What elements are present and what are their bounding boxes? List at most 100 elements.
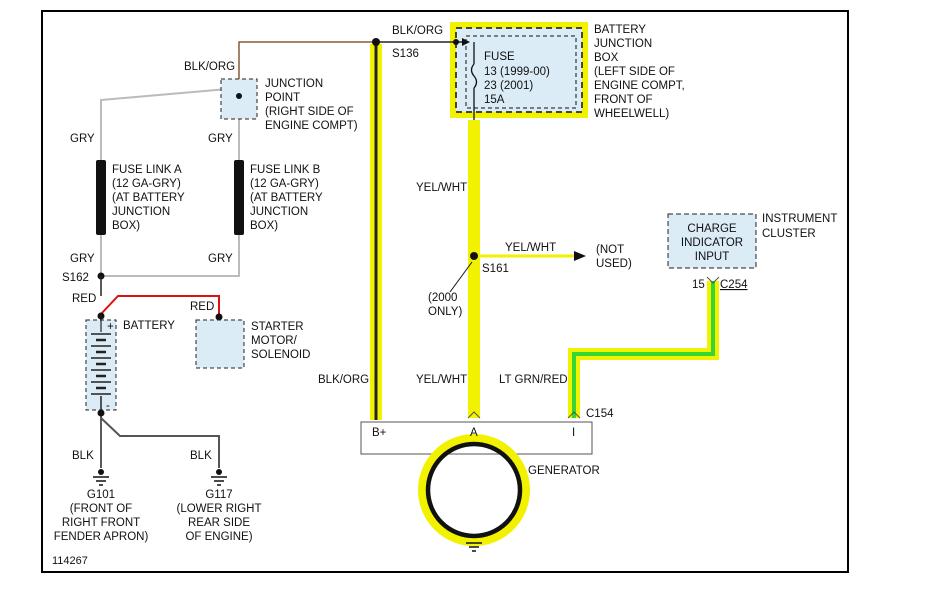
svg-text:FUSE LINK A: FUSE LINK A <box>112 164 182 176</box>
starter-terminal <box>215 313 223 321</box>
blk-org-label-top: BLK/ORG <box>392 25 443 37</box>
svg-text:BATTERY: BATTERY <box>594 24 646 36</box>
gry-wire-b-bottom <box>101 230 240 277</box>
svg-text:(LEFT SIDE OF: (LEFT SIDE OF <box>594 66 675 78</box>
svg-text:MOTOR/: MOTOR/ <box>251 335 298 347</box>
charge-indicator-input-label: CHARGE INDICATOR INPUT <box>681 223 743 263</box>
svg-text:ENGINE COMPT,: ENGINE COMPT, <box>594 80 685 92</box>
svg-text:(12 GA-GRY): (12 GA-GRY) <box>112 178 181 190</box>
svg-text:OF ENGINE): OF ENGINE) <box>185 531 252 543</box>
pin-15-label: 15 <box>692 279 705 291</box>
battery-minus-label: - <box>106 400 110 412</box>
c254-connector-mark <box>706 276 720 284</box>
c154-label: C154 <box>586 408 614 420</box>
svg-text:ONLY): ONLY) <box>428 306 462 318</box>
svg-text:STARTER: STARTER <box>251 321 304 333</box>
lt-grn-red-highlight <box>568 281 719 418</box>
svg-text:USED): USED) <box>596 258 632 270</box>
generator-label: GENERATOR <box>528 465 600 477</box>
blk-label: BLK <box>72 450 94 462</box>
battery-junction-box <box>455 27 583 113</box>
svg-text:WHEELWELL): WHEELWELL) <box>594 108 669 120</box>
svg-text:JUNCTION: JUNCTION <box>112 206 170 218</box>
battery-label: BATTERY <box>123 320 175 332</box>
svg-text:CLUSTER: CLUSTER <box>762 228 816 240</box>
svg-text:RIGHT FRONT: RIGHT FRONT <box>62 517 140 529</box>
starter-motor-box <box>195 319 245 369</box>
yel-wht-label-lower: YEL/WHT <box>416 374 467 386</box>
svg-text:POINT: POINT <box>265 92 300 104</box>
red-label: RED <box>190 301 214 313</box>
junction-box-entry-dot <box>453 39 459 45</box>
svg-text:(RIGHT SIDE OF: (RIGHT SIDE OF <box>265 106 354 118</box>
gry-wire-a-top <box>100 87 240 165</box>
junction-point-dot <box>236 93 242 99</box>
fuse-icon <box>470 63 478 89</box>
svg-text:FUSE LINK B: FUSE LINK B <box>250 164 321 176</box>
s161-note: (2000 ONLY) <box>428 292 462 318</box>
junction-point-label: JUNCTION POINT (RIGHT SIDE OF ENGINE COM… <box>265 78 358 132</box>
gry-label: GRY <box>208 253 233 265</box>
charge-indicator-input-box <box>667 213 757 269</box>
blk-ground-wire-g117 <box>100 417 220 468</box>
g101-label: G101 (FRONT OF RIGHT FRONT FENDER APRON) <box>54 489 149 543</box>
s136-splice <box>372 38 380 46</box>
figure-id: 114267 <box>52 555 88 567</box>
svg-text:CHARGE: CHARGE <box>687 223 737 235</box>
svg-text:JUNCTION: JUNCTION <box>250 206 308 218</box>
generator-highlight <box>418 434 530 546</box>
svg-text:(AT BATTERY: (AT BATTERY <box>112 192 185 204</box>
ground-g101-icon <box>93 469 109 486</box>
generator-icon <box>425 441 523 539</box>
svg-text:(AT BATTERY: (AT BATTERY <box>250 192 323 204</box>
svg-text:G101: G101 <box>87 489 115 501</box>
svg-text:REAR SIDE: REAR SIDE <box>188 517 250 529</box>
gry-label: GRY <box>208 133 233 145</box>
s161-leader <box>449 261 473 293</box>
svg-text:15A: 15A <box>484 94 505 106</box>
svg-text:23 (2001): 23 (2001) <box>484 80 533 92</box>
gry-label: GRY <box>70 253 95 265</box>
yel-wht-label: YEL/WHT <box>416 182 467 194</box>
c154-connector-mark <box>567 411 581 419</box>
gry-label: GRY <box>70 133 95 145</box>
svg-text:SOLENOID: SOLENOID <box>251 349 310 361</box>
fuse-link-a-label: FUSE LINK A (12 GA-GRY) (AT BATTERY JUNC… <box>112 164 185 232</box>
svg-text:(NOT: (NOT <box>596 244 624 256</box>
fuse-link-a <box>96 160 106 235</box>
svg-text:BOX): BOX) <box>250 220 278 232</box>
instrument-cluster-label: INSTRUMENT CLUSTER <box>762 213 837 240</box>
ground-g117-icon <box>211 469 227 486</box>
blk-org-arrow-icon <box>462 38 470 46</box>
svg-text:INPUT: INPUT <box>695 251 730 263</box>
junction-box-fill <box>456 28 582 112</box>
red-wire <box>100 295 220 317</box>
svg-text:FUSE: FUSE <box>484 51 515 63</box>
fuse-link-b-label: FUSE LINK B (12 GA-GRY) (AT BATTERY JUNC… <box>250 164 323 232</box>
yel-wht-connector-mark <box>467 411 481 419</box>
terminal-b-plus-label: B+ <box>372 427 387 439</box>
blk-org-label-left: BLK/ORG <box>184 61 235 73</box>
c254-label: C254 <box>720 279 748 291</box>
s161-label: S161 <box>482 263 509 275</box>
terminal-i-label: I <box>572 427 575 439</box>
svg-text:(2000: (2000 <box>428 292 457 304</box>
generator-ground-icon <box>466 542 482 552</box>
blk-label: BLK <box>190 450 212 462</box>
red-label: RED <box>72 293 96 305</box>
svg-text:(12 GA-GRY): (12 GA-GRY) <box>250 178 319 190</box>
lt-grn-red-label: LT GRN/RED <box>499 374 568 386</box>
svg-text:BOX): BOX) <box>112 220 140 232</box>
svg-text:INDICATOR: INDICATOR <box>681 237 743 249</box>
s162-label: S162 <box>62 272 89 284</box>
svg-text:JUNCTION: JUNCTION <box>594 38 652 50</box>
battery-plus-label: + <box>107 321 114 333</box>
svg-text:13 (1999-00): 13 (1999-00) <box>484 66 550 78</box>
svg-text:JUNCTION: JUNCTION <box>265 78 323 90</box>
svg-text:FRONT OF: FRONT OF <box>594 94 653 106</box>
battery-junction-box-label: BATTERY JUNCTION BOX (LEFT SIDE OF ENGIN… <box>594 24 685 120</box>
svg-text:INSTRUMENT: INSTRUMENT <box>762 213 837 225</box>
not-used-label: (NOT USED) <box>596 244 632 270</box>
battery-negative-terminal <box>97 409 105 417</box>
